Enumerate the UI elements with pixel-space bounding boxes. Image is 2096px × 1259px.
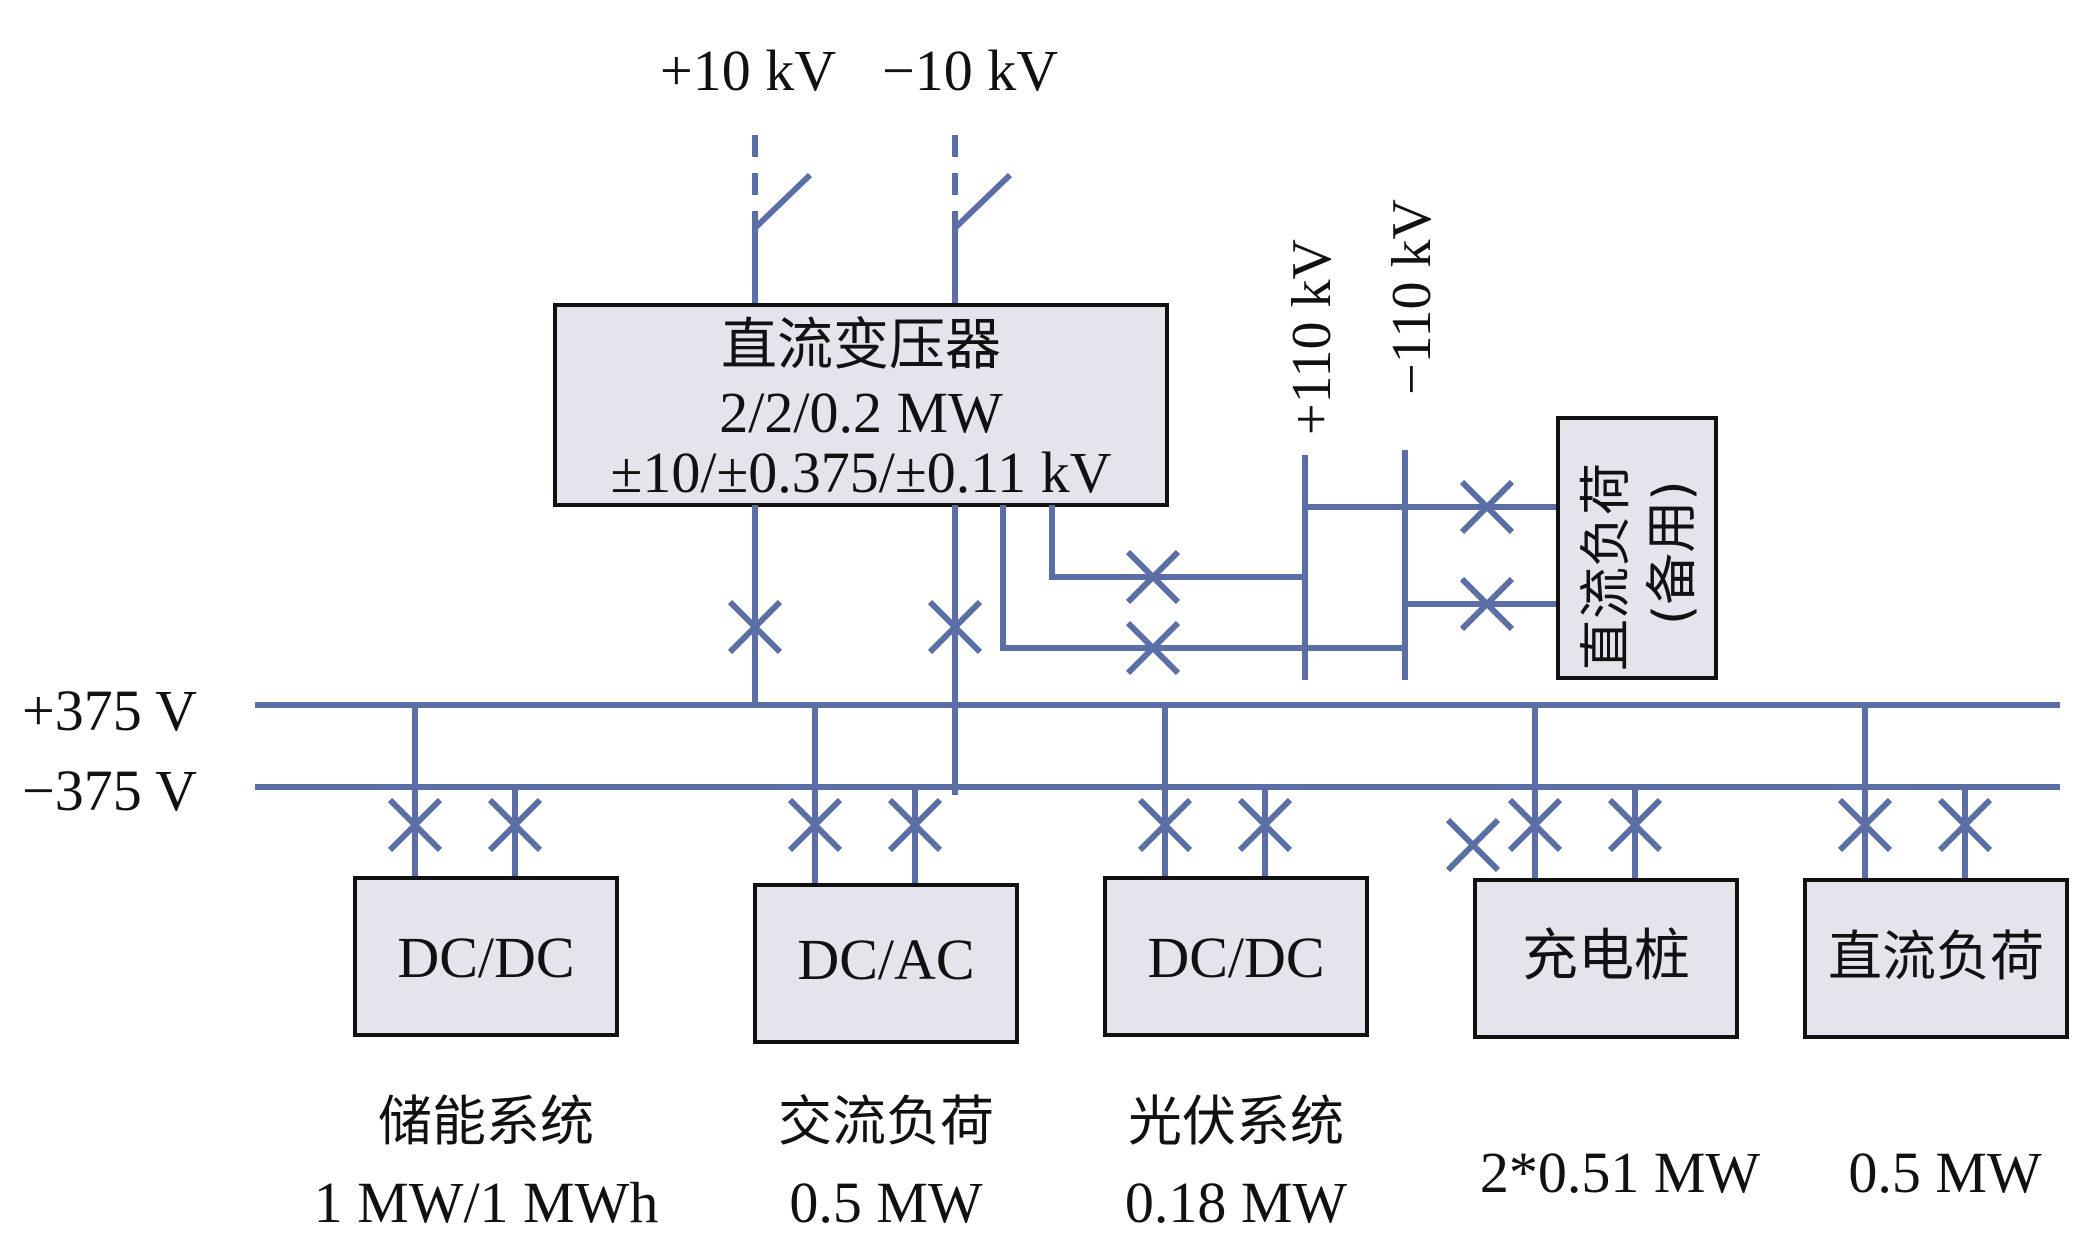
label-pos-375v: +375 V <box>22 678 197 743</box>
converter-box-charging-pile <box>1473 878 1739 1039</box>
breaker-icon <box>487 797 543 853</box>
breaker-icon <box>927 599 983 655</box>
converter-label: 充电桩 <box>1522 924 1690 989</box>
caption-line2: 2*0.51 MW <box>1480 1140 1761 1205</box>
converter-label: 直流负荷 <box>1828 925 2044 988</box>
converter-label: DC/DC <box>397 925 574 990</box>
breaker-icon <box>1137 797 1193 853</box>
label-neg-10kv: −10 kV <box>882 38 1058 103</box>
breaker-icon <box>1459 576 1515 632</box>
converter-label: DC/DC <box>1147 925 1324 990</box>
breaker-icon <box>727 599 783 655</box>
converter-box-dc-load <box>1803 878 2069 1039</box>
transformer-power: 2/2/0.2 MW <box>719 380 1003 445</box>
caption-line2: 0.5 MW <box>789 1170 983 1235</box>
caption-line1: 交流负荷 <box>778 1090 994 1153</box>
transformer-name: 直流变压器 <box>721 313 1001 378</box>
label-pos-110kv: +110 kV <box>1281 239 1343 435</box>
converter-box-ac-load <box>753 883 1019 1044</box>
breaker-icon <box>387 797 443 853</box>
dc-load-backup-line1: 直流负荷 <box>1577 463 1637 671</box>
converter-label: DC/AC <box>797 927 974 992</box>
breaker-icon <box>1237 797 1293 853</box>
breaker-icon <box>1459 479 1515 535</box>
caption-line2: 0.18 MW <box>1125 1170 1348 1235</box>
source-neg-10kv <box>952 135 1013 305</box>
caption-line2: 1 MW/1 MWh <box>314 1170 659 1235</box>
dc-load-backup-line2: (备用) <box>1643 480 1703 625</box>
breaker-icon <box>1607 797 1663 853</box>
breaker-icon <box>1837 797 1893 853</box>
breaker-icon <box>1937 797 1993 853</box>
label-neg-110kv: −110 kV <box>1381 199 1443 395</box>
dc-transformer-box <box>553 303 1169 507</box>
breaker-icon <box>1125 549 1181 605</box>
breaker-icon <box>1125 620 1181 676</box>
breaker-icon <box>1507 797 1563 853</box>
breaker-icon <box>1445 817 1501 873</box>
label-neg-375v: −375 V <box>22 758 197 823</box>
source-pos-10kv <box>752 135 813 305</box>
breaker-icon <box>787 797 843 853</box>
label-pos-10kv: +10 kV <box>660 38 836 103</box>
converter-box-pv <box>1103 876 1369 1037</box>
dc-load-backup-box <box>1556 416 1718 680</box>
caption-line2: 0.5 MW <box>1848 1140 2042 1205</box>
caption-line1: 光伏系统 <box>1128 1090 1344 1153</box>
transformer-voltage: ±10/±0.375/±0.11 kV <box>611 440 1112 505</box>
converter-box-storage <box>353 876 619 1037</box>
breaker-icon <box>887 797 943 853</box>
caption-line1: 储能系统 <box>378 1090 594 1153</box>
